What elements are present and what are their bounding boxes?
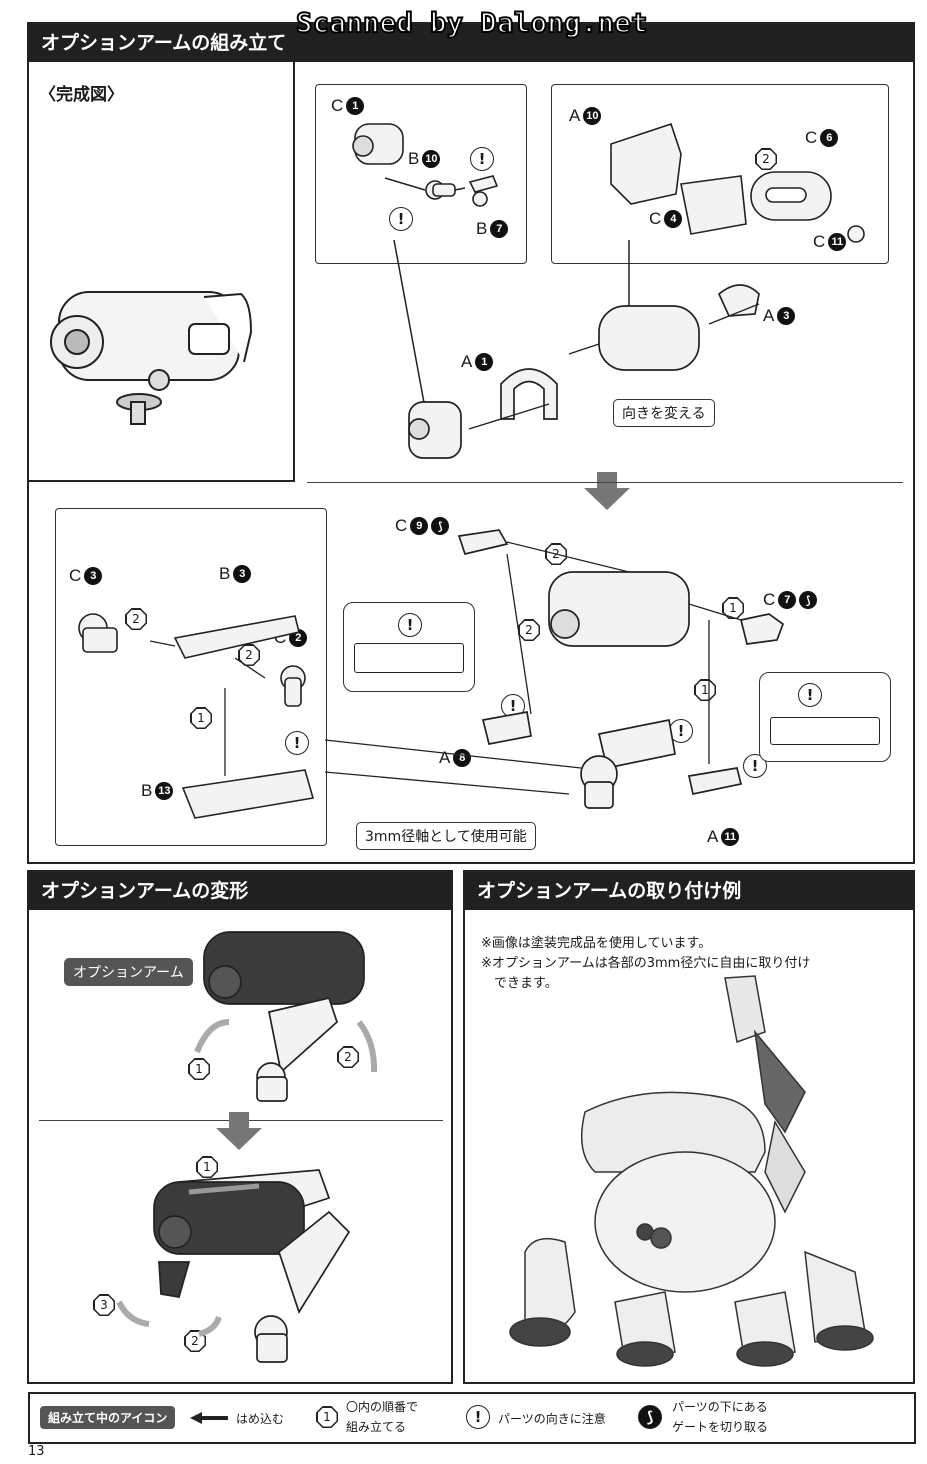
- option-arm-tag: オプションアーム: [64, 958, 193, 986]
- caution-icon: !: [285, 731, 309, 755]
- caution-icon: !: [466, 1405, 490, 1429]
- down-arrow-icon: [216, 1112, 262, 1150]
- legend-gate-line2: ゲートを切り取る: [672, 1420, 769, 1434]
- down-arrow-icon: [584, 472, 630, 510]
- insert-arrow-icon: [190, 1412, 228, 1424]
- step-1-icon: 1: [196, 1156, 218, 1178]
- legend-direction-text: パーツの向きに注意: [498, 1412, 606, 1426]
- caution-icon: !: [798, 683, 822, 707]
- step-1-icon: 1: [190, 707, 212, 729]
- step-2-icon: 2: [125, 608, 147, 630]
- note-attachment: ※オプションアームは各部の3mm径穴に自由に取り付け: [481, 956, 811, 971]
- step-1-icon: 1: [722, 597, 744, 619]
- completed-view-panel: 〈完成図〉: [29, 62, 295, 482]
- assembly-title: オプションアームの組み立て: [29, 24, 913, 62]
- axis-usage-callout: 3mm径軸として使用可能: [356, 822, 536, 850]
- transform-section: オプションアームの変形 オプションアーム 1 2 1 3 2: [27, 870, 453, 1384]
- legend-gate-line1: パーツの下にある: [672, 1400, 768, 1414]
- legend-order-line1: 〇内の順番で: [346, 1400, 419, 1414]
- transform-after-illustration: [116, 1169, 351, 1363]
- gate-cut-icon: ⟆: [799, 591, 818, 609]
- page-number: 13: [28, 1444, 45, 1459]
- note-painted-sample: ※画像は塗装完成品を使用しています。: [481, 936, 712, 951]
- step-1-icon: 1: [694, 679, 716, 701]
- step-3-icon: 3: [93, 1294, 115, 1316]
- legend-insert-text: はめ込む: [236, 1412, 285, 1426]
- turn-direction-callout: 向きを変える: [613, 399, 715, 427]
- detail-callout-a8: !: [343, 602, 475, 692]
- transform-title: オプションアームの変形: [29, 872, 451, 910]
- step-2-icon: 2: [755, 148, 777, 170]
- divider-line: [307, 482, 903, 483]
- completed-arm-illustration: [50, 291, 253, 425]
- caution-icon: !: [398, 613, 422, 637]
- legend-order-line2: 組み立てる: [346, 1420, 407, 1434]
- step-2-icon: 2: [238, 644, 260, 666]
- subassembly-c1-illustration: [352, 123, 499, 207]
- final-assembly-illustration: [324, 529, 785, 809]
- detail-callout-a11: !: [759, 672, 891, 762]
- step-2-icon: 2: [518, 619, 540, 641]
- caution-icon: !: [470, 147, 494, 171]
- step-order-icon: 1: [316, 1406, 338, 1428]
- transform-before-illustration: [194, 931, 378, 1102]
- caution-icon: !: [389, 207, 413, 231]
- subassembly-a10-illustration: [610, 122, 865, 243]
- legend-tag: 組み立て中のアイコン: [40, 1406, 176, 1429]
- example-section: オプションアームの取り付け例 ※画像は塗装完成品を使用しています。 ※オプション…: [463, 870, 915, 1384]
- scan-credit-watermark: Scanned by Dalong.net: [295, 7, 648, 40]
- robot-example-photo: [509, 975, 874, 1367]
- example-title: オプションアームの取り付け例: [465, 872, 913, 910]
- gate-cut-icon: ⟆: [431, 517, 450, 535]
- a11-detail-shape: [770, 717, 880, 745]
- step-2-icon: 2: [337, 1046, 359, 1068]
- note-attachment-cont: できます。: [494, 976, 558, 991]
- icon-legend: 組み立て中のアイコン はめ込む 1 〇内の順番で 組み立てる ! パーツの向きに…: [28, 1392, 916, 1444]
- gate-cut-icon: ⟆: [638, 1405, 662, 1429]
- a8-detail-shape: [354, 643, 464, 673]
- main-assembly-illustration: [393, 239, 760, 459]
- subassembly-b3-illustration: [78, 613, 315, 819]
- step-1-icon: 1: [188, 1058, 210, 1080]
- completed-view-label: 〈完成図〉: [39, 85, 124, 104]
